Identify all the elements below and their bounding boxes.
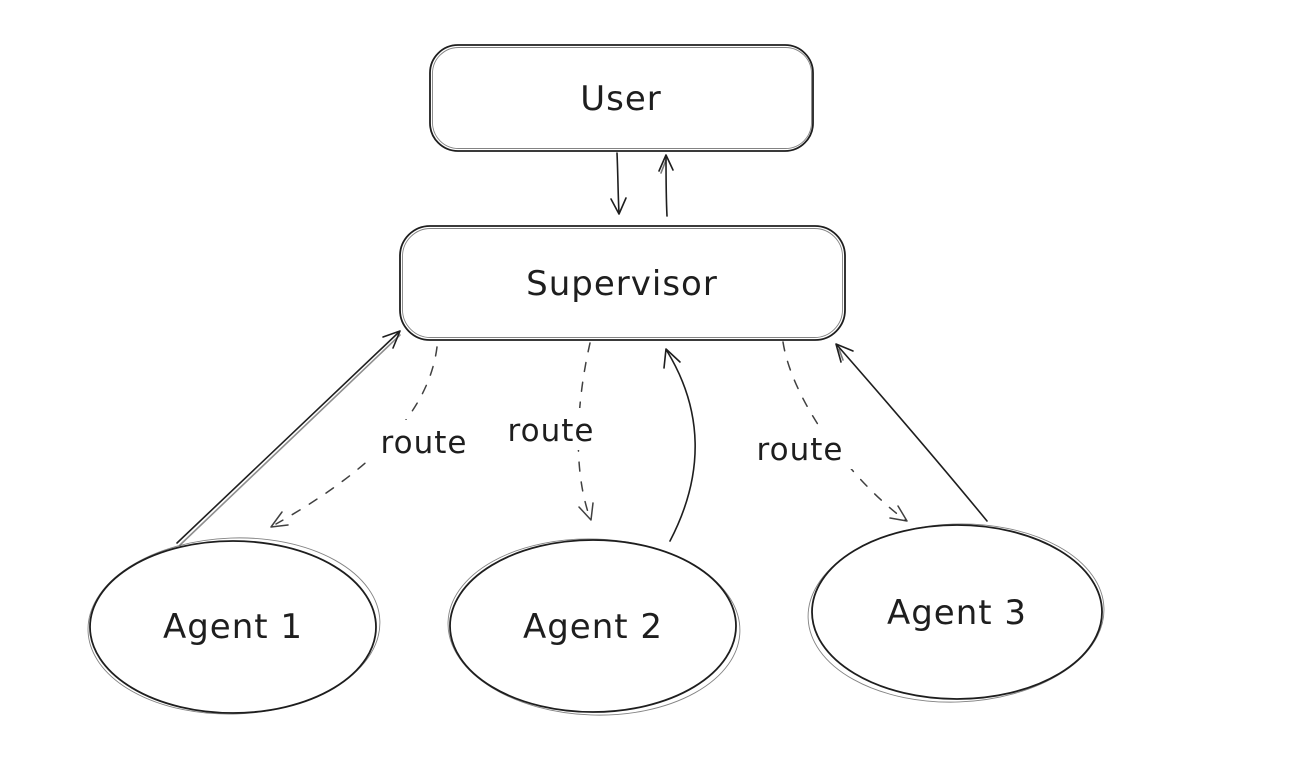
- supervisor-node-shape: [399, 225, 846, 341]
- user-node-shape-echo: [432, 47, 812, 149]
- agent1-node: Agent 1: [87, 537, 381, 715]
- edge-label-route-agent1: route: [368, 420, 480, 462]
- supervisor-node-label: Supervisor: [526, 264, 718, 304]
- edge-label-route-agent3: route: [744, 427, 856, 469]
- agent1-node-shape: [89, 540, 377, 714]
- edge-agent3-to-supervisor: [835, 343, 988, 522]
- route-label-2: route: [508, 413, 595, 449]
- edge-agent1-to-supervisor: [176, 330, 401, 546]
- user-node: User: [429, 44, 814, 152]
- agent3-node-label: Agent 3: [887, 593, 1027, 633]
- agent3-node-shape-echo: [807, 523, 1105, 703]
- edge-supervisor-to-agent2: [577, 342, 594, 521]
- agent1-node-shape-echo: [87, 537, 381, 715]
- user-node-shape: [429, 44, 814, 152]
- user-node-label: User: [580, 79, 662, 119]
- supervisor-node-shape-echo: [402, 228, 843, 338]
- agent3-node-shape: [811, 524, 1103, 700]
- agent3-node: Agent 3: [807, 523, 1105, 703]
- agent2-node-label: Agent 2: [523, 607, 663, 647]
- agent1-node-label: Agent 1: [163, 607, 303, 647]
- supervisor-node: Supervisor: [399, 225, 846, 341]
- agent2-node-shape: [449, 539, 737, 713]
- edge-label-route-agent2: route: [495, 408, 607, 450]
- edge-agent2-to-supervisor: [663, 348, 696, 542]
- route-label-1: route: [381, 425, 468, 461]
- agent2-node: Agent 2: [447, 538, 741, 716]
- route-label-3: route: [757, 432, 844, 468]
- edge-supervisor-to-user: [658, 154, 674, 217]
- agent2-node-shape-echo: [447, 538, 741, 716]
- edge-user-to-supervisor: [610, 152, 627, 215]
